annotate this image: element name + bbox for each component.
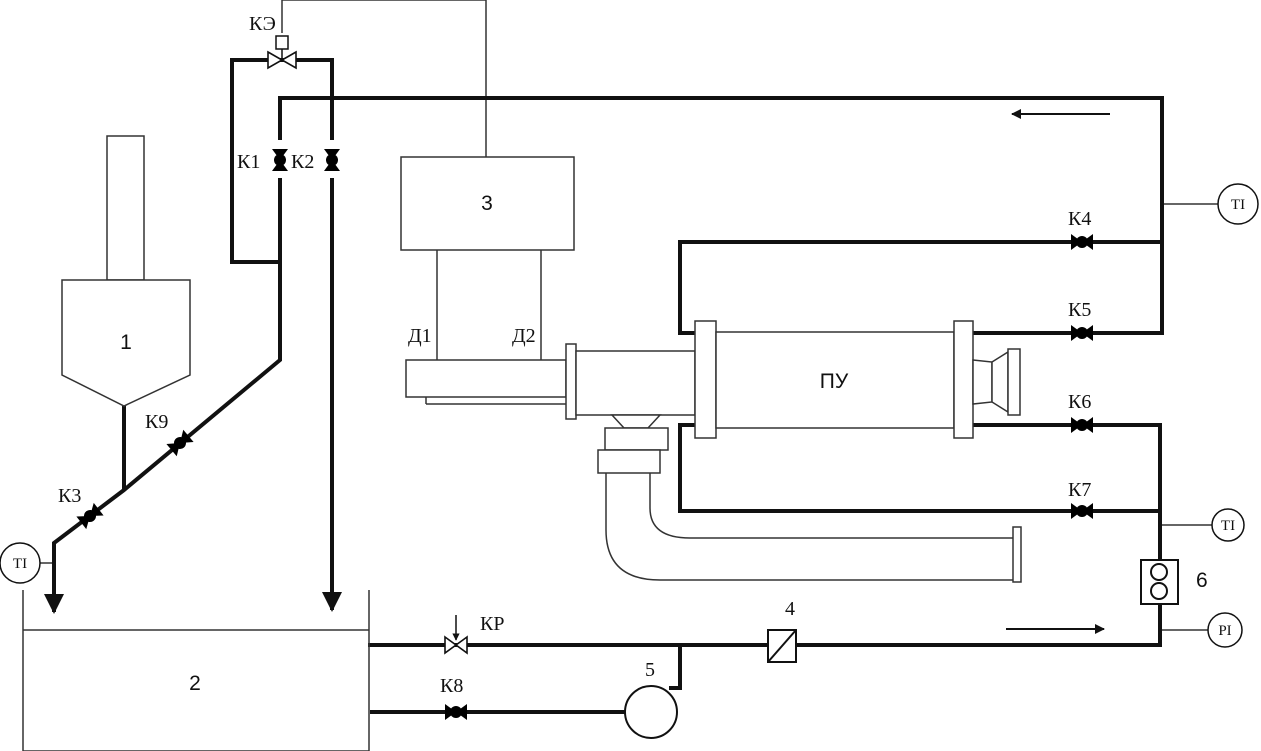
pump-5: 5: [624, 659, 678, 739]
tank-1: 1: [61, 135, 191, 407]
valve-k4-label: К4: [1068, 208, 1091, 230]
instrument-ti-mid-right: TI: [1211, 508, 1245, 542]
valve-k2[interactable]: [324, 149, 340, 171]
valve-k4[interactable]: [1071, 234, 1093, 250]
svg-text:TI: TI: [1231, 197, 1245, 213]
valve-k9-label: К9: [145, 411, 168, 433]
sensor-d1-label: Д1: [408, 325, 432, 347]
instrument-ti-top-right: TI: [1217, 183, 1259, 225]
valve-ke[interactable]: [267, 35, 297, 70]
valve-k7[interactable]: [1071, 503, 1093, 519]
instrument-pi: PI: [1207, 612, 1243, 648]
valve-k5-label: К5: [1068, 299, 1091, 321]
valve-k8-label: К8: [440, 675, 463, 697]
filter-4-label: 4: [785, 598, 795, 620]
sensor-d2-label: Д2: [512, 325, 536, 347]
inlet-chamber: [405, 343, 696, 420]
filter-4: 4: [767, 598, 797, 663]
valve-kr-label: КР: [480, 613, 504, 635]
outlet-elbow: [597, 414, 1022, 583]
block-3-label: 3: [481, 192, 493, 215]
svg-text:TI: TI: [13, 556, 27, 572]
instrument-ti-left: TI: [0, 542, 41, 584]
svg-text:TI: TI: [1221, 518, 1235, 534]
valve-kr[interactable]: [444, 615, 468, 655]
valve-k3-label: К3: [58, 485, 81, 507]
valve-k5[interactable]: [1071, 325, 1093, 341]
svg-text:PI: PI: [1218, 623, 1231, 639]
reactor-pu: ПУ: [694, 320, 1021, 439]
pump-5-label: 5: [645, 659, 655, 681]
valve-k1-label: К1: [237, 151, 260, 173]
tank-1-label: 1: [120, 331, 132, 354]
block-3: 3: [400, 156, 575, 251]
valve-ke-label: КЭ: [249, 13, 276, 35]
control-lines: [40, 0, 1218, 631]
valve-k8[interactable]: [445, 704, 467, 720]
valve-k2-label: К2: [291, 151, 314, 173]
valve-k6[interactable]: [1071, 417, 1093, 433]
flowmeter-6-label: 6: [1196, 569, 1208, 592]
tank-2: 2: [22, 590, 370, 751]
reactor-label: ПУ: [820, 370, 849, 393]
valve-k6-label: К6: [1068, 391, 1091, 413]
valve-k7-label: К7: [1068, 479, 1091, 501]
flowmeter-6: 6: [1140, 559, 1208, 605]
valve-k1[interactable]: [272, 149, 288, 171]
pipelines: [44, 58, 1164, 722]
tank-2-label: 2: [189, 672, 201, 695]
